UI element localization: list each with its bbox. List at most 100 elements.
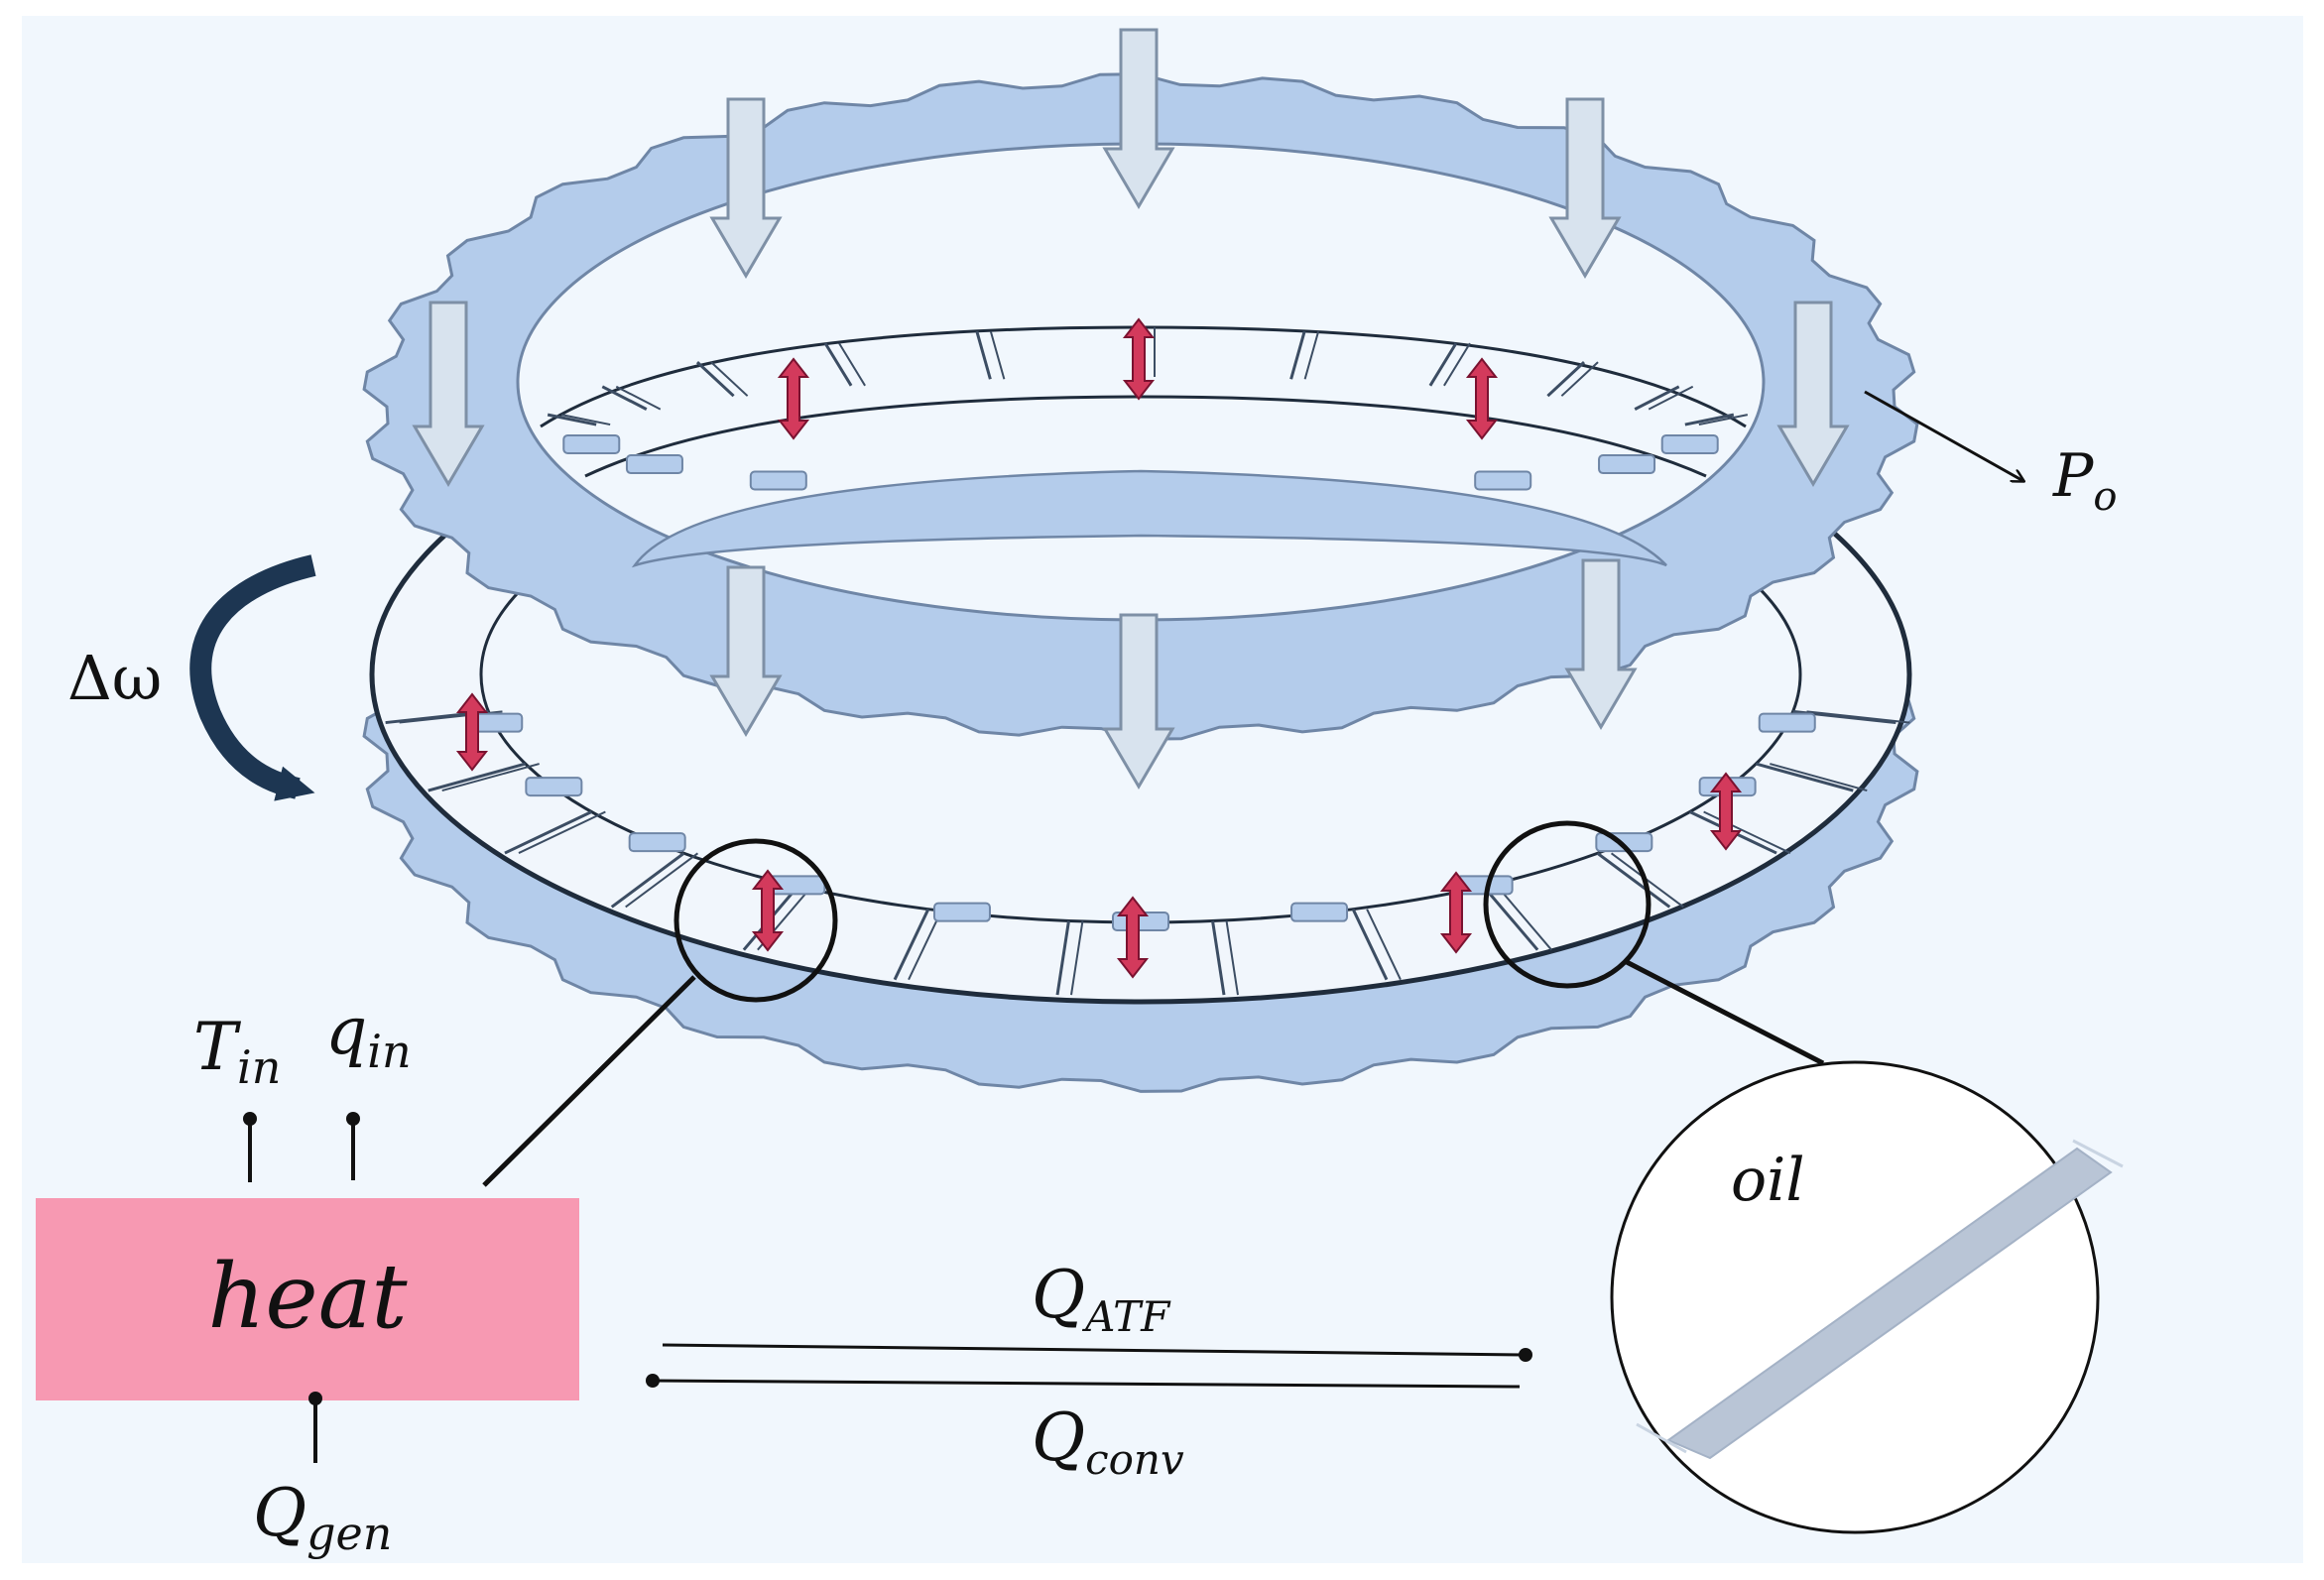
oil-film-arrow	[1465, 357, 1499, 440]
groove-line	[615, 385, 662, 411]
pressure-arrow	[709, 97, 783, 279]
groove-line	[1684, 413, 1735, 426]
groove-line	[1225, 920, 1239, 996]
groove-line	[1560, 361, 1599, 397]
oil-film-arrow	[1116, 896, 1150, 979]
inner-tab	[749, 470, 807, 491]
oil-film-arrow	[751, 869, 785, 952]
q-gen-label: Qgen	[253, 1475, 392, 1560]
inner-tab	[1474, 470, 1532, 491]
lower-friction-grooves	[385, 709, 1910, 996]
groove-line	[695, 361, 735, 398]
q-gen-node	[308, 1392, 322, 1405]
groove-line	[1055, 920, 1070, 996]
groove-line	[1289, 330, 1306, 380]
groove-line	[504, 810, 593, 855]
q-conv-label: Qconv	[1032, 1399, 1184, 1484]
inner-tab	[1290, 902, 1349, 922]
groove-line	[610, 852, 685, 909]
heat-label: heat	[207, 1245, 408, 1349]
groove-line	[518, 810, 606, 854]
pressure-arrow	[1548, 97, 1622, 279]
groove-line	[823, 342, 853, 387]
inner-tab	[1758, 712, 1816, 733]
groove-line	[1755, 762, 1854, 792]
oil-film-arrows	[455, 317, 1743, 979]
inner-tab	[625, 454, 683, 475]
groove-line	[625, 852, 699, 909]
groove-line	[601, 385, 648, 411]
oil-film-arrow	[455, 692, 489, 772]
heat-box	[36, 1198, 579, 1400]
oil-detail: oil	[1610, 1060, 2124, 1534]
pressure-arrow	[1102, 613, 1175, 790]
upper-friction-grooves	[547, 327, 1749, 426]
leader-line-left	[482, 975, 696, 1187]
inner-tab	[562, 433, 621, 454]
groove-line	[1698, 414, 1749, 426]
groove-line	[1770, 763, 1868, 792]
groove-line	[975, 330, 992, 380]
q-atf-line	[662, 1343, 1527, 1357]
groove-line	[1596, 852, 1671, 909]
pressure-arrow	[709, 565, 783, 737]
groove-line	[1496, 885, 1552, 951]
groove-line	[547, 413, 597, 426]
inner-tab	[628, 832, 686, 853]
oil-film-arrow	[777, 357, 810, 440]
oil-film-arrow	[1439, 871, 1473, 954]
groove-line	[1428, 342, 1458, 387]
groove-line	[1070, 920, 1084, 996]
detail-circle-right	[1483, 820, 1651, 989]
inner-tab	[1598, 454, 1656, 475]
groove-line	[893, 909, 930, 981]
t-in-node	[243, 1112, 257, 1126]
groove-line	[428, 762, 527, 792]
delta-omega-label: Δω	[67, 642, 162, 714]
groove-line	[1303, 330, 1320, 380]
oil-film-arrow	[1709, 772, 1743, 851]
inner-tab	[1660, 433, 1719, 454]
q-conv-line	[652, 1379, 1521, 1389]
detail-circle-left	[673, 838, 838, 1003]
pressure-arrow	[1102, 28, 1175, 209]
pressure-arrow	[1564, 558, 1638, 730]
groove-line	[1211, 920, 1226, 996]
pressure-arrow	[1776, 301, 1850, 487]
oil-channel-strip	[1665, 1147, 2113, 1460]
q-atf-label: QATF	[1032, 1257, 1171, 1341]
groove-line	[1610, 852, 1684, 909]
groove-line	[1806, 710, 1910, 724]
groove-line	[1366, 909, 1402, 981]
groove-line	[710, 361, 749, 397]
groove-line	[1351, 909, 1389, 981]
inner-tab	[525, 777, 583, 797]
groove-line	[441, 763, 540, 792]
groove-line	[560, 414, 611, 426]
groove-line	[1703, 810, 1791, 854]
groove-line	[989, 330, 1006, 380]
groove-line	[1648, 385, 1694, 411]
q-conv-node	[646, 1374, 660, 1388]
rotation-arrow	[189, 554, 316, 801]
pressure-pointer-arrow	[1864, 390, 2023, 481]
q-atf-node	[1519, 1348, 1532, 1362]
groove-line	[1443, 342, 1471, 387]
groove-line	[1482, 885, 1539, 951]
pressure-arrow	[412, 301, 485, 487]
inner-tab	[932, 902, 991, 922]
oil-label: oil	[1731, 1146, 1805, 1215]
groove-line	[1546, 361, 1586, 398]
t-in-label: Tin	[193, 1009, 281, 1094]
pressure-arrows	[412, 28, 1850, 790]
groove-line	[838, 342, 866, 387]
oil-film-arrow	[1122, 317, 1156, 401]
leader-line-right	[1625, 959, 1825, 1066]
q-in-node	[346, 1112, 360, 1126]
groove-line	[1634, 385, 1680, 411]
p-o-label: Po	[2052, 441, 2117, 520]
q-in-label: qin	[325, 993, 412, 1078]
inner-steel-band	[631, 469, 1667, 568]
